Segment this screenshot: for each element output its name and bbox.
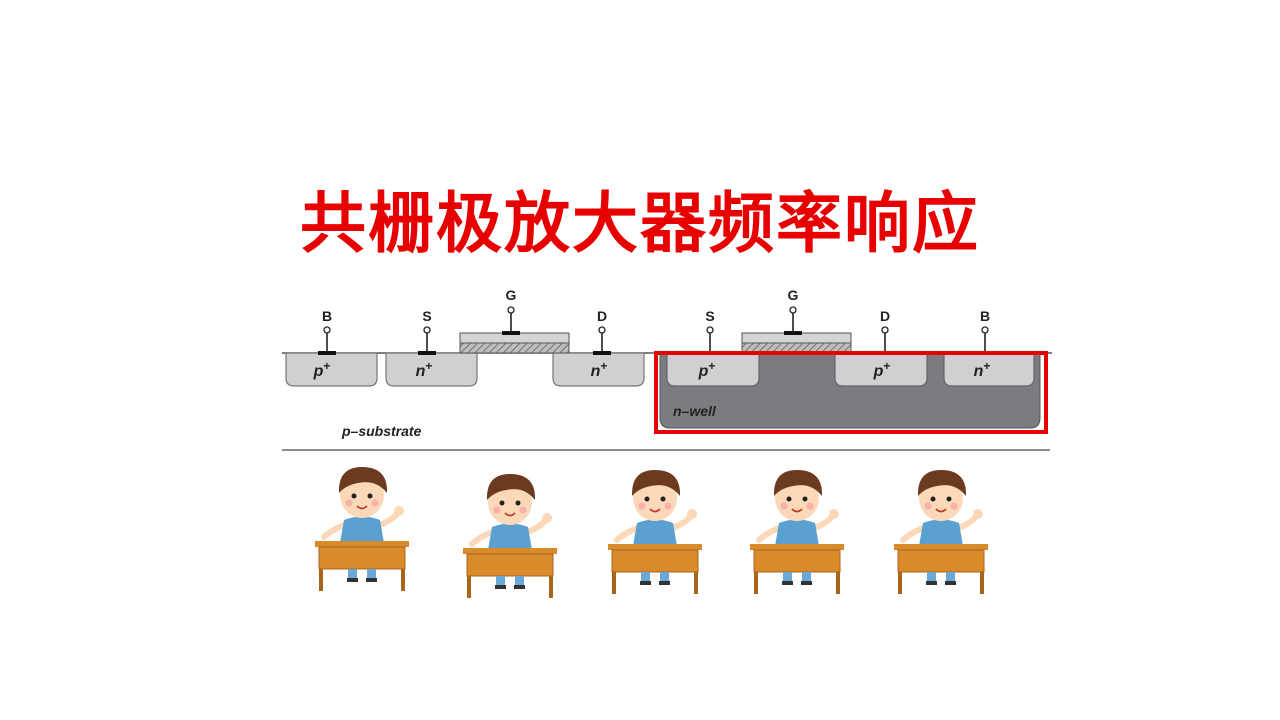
student-1 <box>315 467 409 591</box>
pmos-drain-doping: p+ <box>873 359 891 380</box>
pmos-gate-terminal <box>784 306 802 335</box>
nmos-gate-oxide <box>459 342 570 354</box>
substrate-label: p–substrate <box>341 423 422 439</box>
pmos-drain-terminal <box>881 326 889 353</box>
nmos-gate-label: G <box>506 287 517 303</box>
pmos-bulk-doping: n+ <box>974 359 991 380</box>
nmos-bulk-region <box>285 352 378 387</box>
n-well-highlight-box <box>654 351 1048 434</box>
student-3 <box>608 470 702 594</box>
pmos-bulk-region <box>943 352 1035 387</box>
student-5 <box>894 470 988 594</box>
pmos-drain-region <box>834 352 928 387</box>
nmos-source-terminal <box>418 326 436 355</box>
pmos-drain-label: D <box>880 308 890 324</box>
nmos-bulk-doping: p+ <box>313 359 331 380</box>
nmos-bulk-label: B <box>322 308 332 324</box>
students-illustration <box>315 467 988 598</box>
pmos-source-label: S <box>705 308 714 324</box>
nmos-source-doping: n+ <box>416 359 433 380</box>
nmos-gate-terminal <box>502 306 520 335</box>
pmos-gate-label: G <box>788 287 799 303</box>
nmos-source-region <box>385 352 478 387</box>
pmos-bulk-label: B <box>980 308 990 324</box>
student-4 <box>750 470 844 594</box>
nmos-drain-terminal <box>593 326 611 355</box>
nmos-drain-region <box>552 352 645 387</box>
pmos-source-terminal <box>706 326 714 353</box>
nmos-bulk-terminal <box>318 326 336 355</box>
pmos-source-doping: p+ <box>698 359 716 380</box>
nmos-drain-doping: n+ <box>591 359 608 380</box>
student-2 <box>463 474 557 598</box>
pmos-source-region <box>666 352 760 387</box>
pmos-bulk-terminal <box>981 326 989 353</box>
slide-title: 共栅极放大器频率响应 <box>300 185 980 262</box>
nmos-drain-label: D <box>597 308 607 324</box>
n-well-label: n–well <box>673 403 717 419</box>
nmos-source-label: S <box>422 308 431 324</box>
